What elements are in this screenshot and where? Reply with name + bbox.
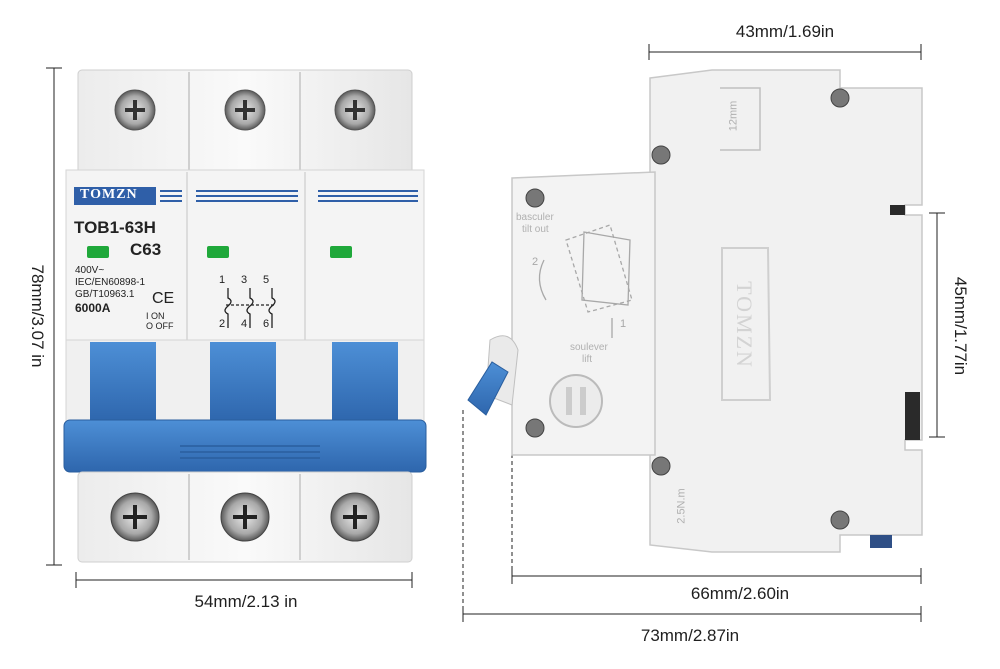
model-label: TOB1-63H: [74, 218, 156, 237]
side-body-depth-label: 66mm/2.60in: [690, 584, 790, 603]
voltage-label: 400V~: [75, 265, 105, 276]
terminal-top-3: 3: [241, 274, 248, 286]
standard-1-label: IEC/EN60898-1: [75, 277, 146, 288]
ce-mark: CE: [152, 290, 175, 307]
side-clip-height-dimension-line: [929, 212, 945, 438]
on-label: I ON: [146, 311, 165, 321]
front-height-dimension-line: [46, 67, 62, 566]
front-brand-logo: TOMZN: [80, 187, 138, 202]
standard-2-label: GB/T10963.1: [75, 289, 135, 300]
tilt-step-number: 2: [532, 256, 539, 268]
soulever-label: soulever: [570, 342, 608, 353]
terminal-top-5: 5: [263, 274, 270, 286]
terminal-bottom-2: 2: [219, 318, 226, 330]
side-top-width-dimension-line: [648, 44, 922, 60]
breaker-side-view: [467, 69, 923, 553]
side-rivets: [525, 88, 850, 530]
side-total-depth-dimension-line: [462, 410, 922, 622]
torque-label: 2.5N.m: [675, 488, 688, 524]
tilt-diagram: [538, 224, 633, 338]
rating-label: C63: [130, 240, 162, 259]
status-indicators: [87, 246, 352, 258]
lift-step-number: 1: [620, 318, 627, 330]
bottom-terminal-screws: [110, 492, 380, 542]
breaking-capacity-label: 6000A: [75, 301, 111, 315]
side-top-width-label: 43mm/1.69in: [735, 22, 835, 41]
tilt-out-label: tilt out: [522, 224, 549, 235]
side-total-depth-label: 73mm/2.87in: [640, 626, 740, 645]
terminal-bottom-4: 4: [241, 318, 248, 330]
front-width-label: 54mm/2.13 in: [194, 592, 298, 611]
terminal-top-1: 1: [219, 274, 226, 286]
top-terminal-screws: [114, 89, 376, 131]
front-width-dimension-line: [75, 572, 413, 588]
wire-length-label: 12mm: [727, 100, 740, 132]
side-clip-height-label: 45mm/1.77in: [951, 276, 970, 376]
basculer-label: basculer: [516, 212, 554, 223]
breaker-handles: [63, 339, 427, 473]
lift-label: lift: [582, 354, 592, 365]
off-label: O OFF: [146, 321, 174, 331]
side-body-depth-dimension-line: [511, 568, 922, 584]
terminal-bottom-6: 6: [263, 318, 270, 330]
side-brand-emboss: TOMZN: [732, 281, 757, 369]
front-height-label: 78mm/3.07 in: [28, 264, 47, 368]
circuit-symbol: [224, 288, 276, 328]
breaker-front-view: [63, 69, 427, 563]
